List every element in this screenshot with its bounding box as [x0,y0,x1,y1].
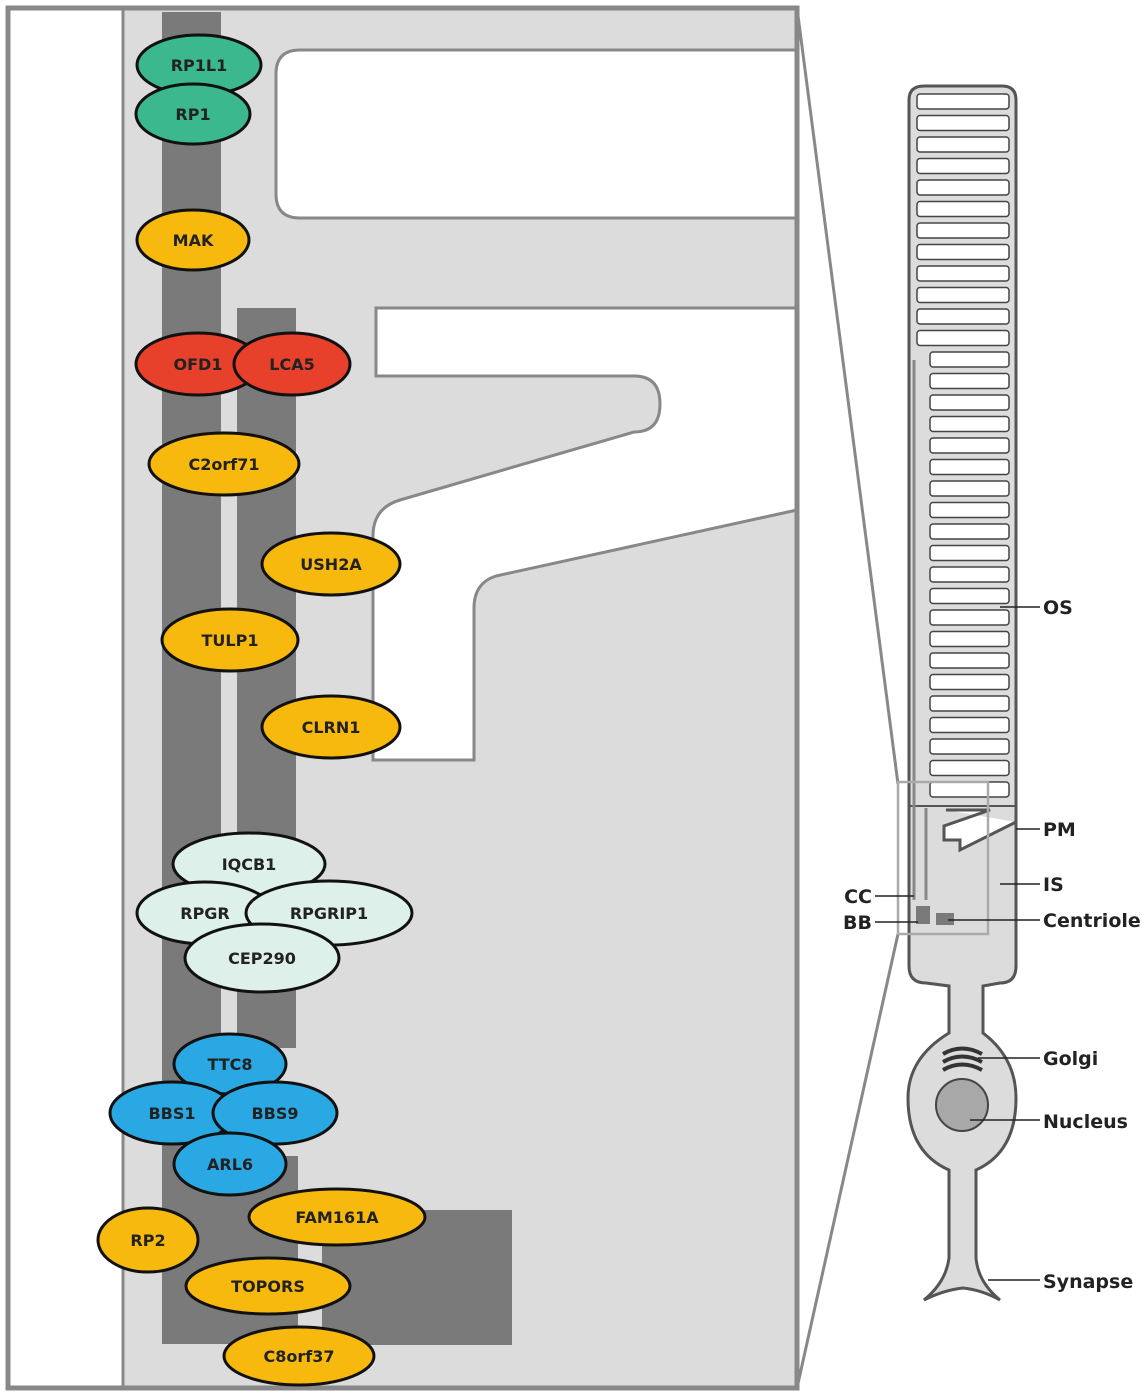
photoreceptor-cell: OS PM IS CC BB Centriole Golgi Nucleus S… [843,86,1141,1300]
protein-label: BBS1 [148,1104,195,1123]
closed-disc [917,309,1009,324]
protein-clrn1: CLRN1 [262,696,400,758]
protein-label: RP2 [130,1231,165,1250]
protein-lca5: LCA5 [234,333,350,395]
protein-label: ARL6 [207,1155,253,1174]
cc-label: CC [844,886,872,908]
protein-cep290: CEP290 [185,924,339,992]
open-disc [930,460,1009,475]
protein-label: LCA5 [269,355,314,374]
open-disc [930,718,1009,733]
open-disc [930,546,1009,561]
golgi-label: Golgi [1043,1048,1098,1070]
nucleus [936,1079,988,1131]
open-disc [930,352,1009,367]
open-disc [930,782,1009,797]
closed-disc [917,116,1009,131]
open-disc [930,395,1009,410]
nucleus-label: Nucleus [1043,1111,1128,1133]
bb-label: BB [843,912,872,934]
closed-disc [917,202,1009,217]
protein-label: TULP1 [202,631,259,650]
protein-label: CLRN1 [302,718,361,737]
protein-arl6: ARL6 [174,1133,286,1195]
open-disc [930,438,1009,453]
protein-fam161a: FAM161A [249,1189,425,1245]
protein-tulp1: TULP1 [162,609,298,671]
basal-body [916,906,930,924]
protein-label: TOPORS [231,1277,305,1296]
is-label: IS [1043,874,1064,896]
open-disc [930,589,1009,604]
protein-label: MAK [173,231,214,250]
open-disc [930,696,1009,711]
zoom-line-bottom [797,934,898,1388]
open-disc [930,503,1009,518]
protein-label: C2orf71 [189,455,260,474]
protein-label: RPGR [180,904,230,923]
open-disc [930,739,1009,754]
protein-rp1: RP1 [136,84,250,144]
open-disc [930,653,1009,668]
pm-label: PM [1043,819,1076,841]
protein-c8orf37: C8orf37 [224,1327,374,1385]
protein-label: RPGRIP1 [290,904,368,923]
closed-disc [917,288,1009,303]
protein-label: FAM161A [295,1208,379,1227]
protein-ush2a: USH2A [262,533,400,595]
closed-disc [917,137,1009,152]
open-disc [930,417,1009,432]
protein-label: IQCB1 [222,855,277,874]
closed-disc [917,266,1009,281]
protein-label: USH2A [300,555,362,574]
closed-disc [917,159,1009,174]
protein-label: RP1 [175,105,210,124]
protein-label: CEP290 [228,949,296,968]
protein-label: C8orf37 [264,1347,335,1366]
centriole [936,913,954,925]
protein-label: BBS9 [251,1104,298,1123]
disc-membrane-top [276,50,797,218]
closed-disc [917,331,1009,346]
open-disc [930,632,1009,647]
open-disc [930,567,1009,582]
open-disc [930,675,1009,690]
extracellular-region [8,10,123,1386]
protein-label: RP1L1 [171,56,228,75]
synapse-label: Synapse [1043,1271,1133,1293]
os-label: OS [1043,597,1073,619]
closed-disc [917,180,1009,195]
protein-mak: MAK [137,210,249,270]
open-disc [930,610,1009,625]
protein-topors: TOPORS [186,1258,350,1314]
open-disc [930,524,1009,539]
open-disc [930,761,1009,776]
protein-label: OFD1 [174,355,223,374]
centriole-label: Centriole [1043,910,1141,932]
open-disc [930,374,1009,389]
protein-rp2: RP2 [98,1208,198,1272]
protein-label: TTC8 [207,1055,252,1074]
open-disc [930,481,1009,496]
zoom-line-top [797,8,898,784]
protein-c2orf71: C2orf71 [149,433,299,495]
closed-disc [917,223,1009,238]
closed-disc [917,245,1009,260]
closed-disc [917,94,1009,109]
